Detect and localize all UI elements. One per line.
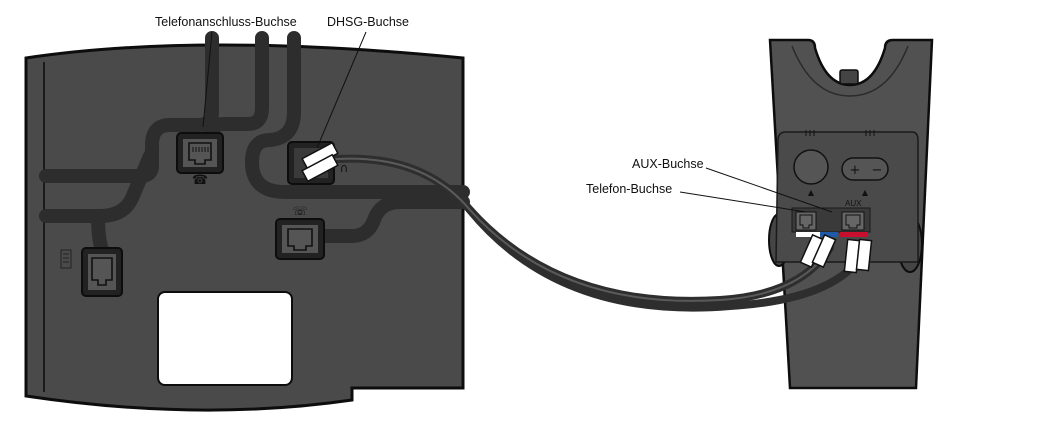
base-telefon-jack	[795, 211, 817, 231]
telefonanschluss-label: Telefonanschluss-Buchse	[155, 15, 297, 29]
desk-phone-underside: ☎ ∩ ☏	[24, 31, 470, 412]
red-marker	[840, 232, 868, 237]
telefon-callout	[679, 191, 807, 213]
cable-channels	[39, 31, 470, 257]
plus-icon: +	[850, 163, 861, 178]
callout-lines	[202, 31, 833, 213]
dhsg-callout	[316, 31, 367, 149]
minus-icon: −	[872, 163, 883, 178]
base-center-tab	[839, 69, 859, 85]
dhsg-label: DHSG-Buchse	[327, 15, 409, 29]
telefon-label: Telefon-Buchse	[586, 182, 673, 196]
base-plugs	[799, 233, 873, 274]
cables	[320, 154, 864, 312]
knob-arrow-icon: ▲	[808, 188, 815, 197]
phone-label-window	[157, 291, 293, 386]
handset-jack	[275, 218, 325, 260]
headset-base: ▲ + − ▲	[768, 38, 934, 390]
base-aux-jack	[841, 211, 865, 231]
phone-line-jack	[176, 132, 224, 174]
aux-cable	[466, 206, 864, 312]
white-marker	[796, 232, 820, 237]
telephone-icon: ☎	[192, 173, 208, 188]
telefonanschluss-callout	[202, 31, 213, 128]
base-aux-text: AUX	[845, 199, 862, 208]
phone-body	[24, 43, 465, 412]
blue-marker	[820, 232, 838, 237]
left-jack	[81, 247, 123, 297]
aux-callout	[705, 167, 833, 213]
headset-symbol-icon: ∩	[340, 161, 349, 175]
rocker-arrow-icon: ▲	[862, 188, 869, 197]
handset-icon: ☏	[292, 204, 307, 218]
volume-rocker	[841, 157, 889, 181]
dhsg-plug	[301, 141, 339, 183]
network-port-icon	[60, 249, 72, 269]
aux-label: AUX-Buchse	[632, 157, 704, 171]
volume-knob	[793, 149, 829, 185]
